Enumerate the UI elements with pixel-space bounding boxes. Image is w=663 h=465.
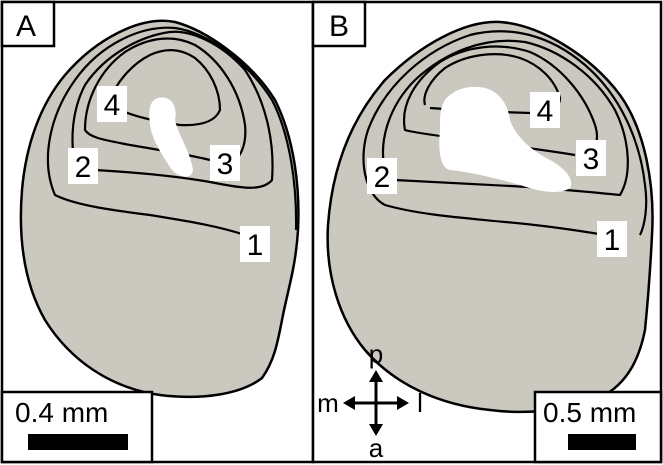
svg-text:3: 3 bbox=[583, 143, 600, 176]
svg-text:1: 1 bbox=[247, 229, 264, 262]
panel-a-letter-box: A bbox=[2, 2, 54, 46]
panel-b-contour-label-2: 2 bbox=[367, 158, 397, 194]
svg-text:4: 4 bbox=[104, 89, 121, 122]
panel-b-scale-bar bbox=[568, 434, 636, 450]
panel-a-contour-label-4: 4 bbox=[97, 86, 127, 122]
panel-b-letter-box: B bbox=[313, 2, 365, 46]
svg-text:1: 1 bbox=[604, 224, 621, 257]
direction-anterior: a bbox=[369, 433, 384, 463]
svg-text:2: 2 bbox=[374, 161, 391, 194]
panel-b-scale: 0.5 mm bbox=[535, 392, 661, 462]
direction-posterior: p bbox=[369, 339, 383, 369]
panel-a-tooth-outline bbox=[21, 21, 298, 397]
svg-text:2: 2 bbox=[75, 151, 92, 184]
panel-b-letter: B bbox=[329, 10, 349, 43]
panel-b-scale-label: 0.5 mm bbox=[543, 397, 636, 428]
svg-text:3: 3 bbox=[217, 148, 234, 181]
panel-a-contour-label-1: 1 bbox=[240, 226, 270, 262]
direction-lateral: l bbox=[417, 388, 423, 418]
panel-a-contour-label-2: 2 bbox=[68, 148, 98, 184]
panel-b-contour-label-3: 3 bbox=[576, 140, 606, 176]
panel-a-scale: 0.4 mm bbox=[2, 392, 152, 462]
panel-a-scale-bar bbox=[28, 434, 128, 450]
svg-text:4: 4 bbox=[537, 95, 554, 128]
panel-a-letter: A bbox=[16, 10, 36, 43]
panel-a-contour-label-3: 3 bbox=[210, 145, 240, 181]
panel-a-scale-label: 0.4 mm bbox=[15, 397, 108, 428]
direction-medial: m bbox=[317, 388, 339, 418]
panel-b-contour-label-1: 1 bbox=[597, 221, 627, 257]
panel-b-contour-label-4: 4 bbox=[530, 92, 560, 128]
